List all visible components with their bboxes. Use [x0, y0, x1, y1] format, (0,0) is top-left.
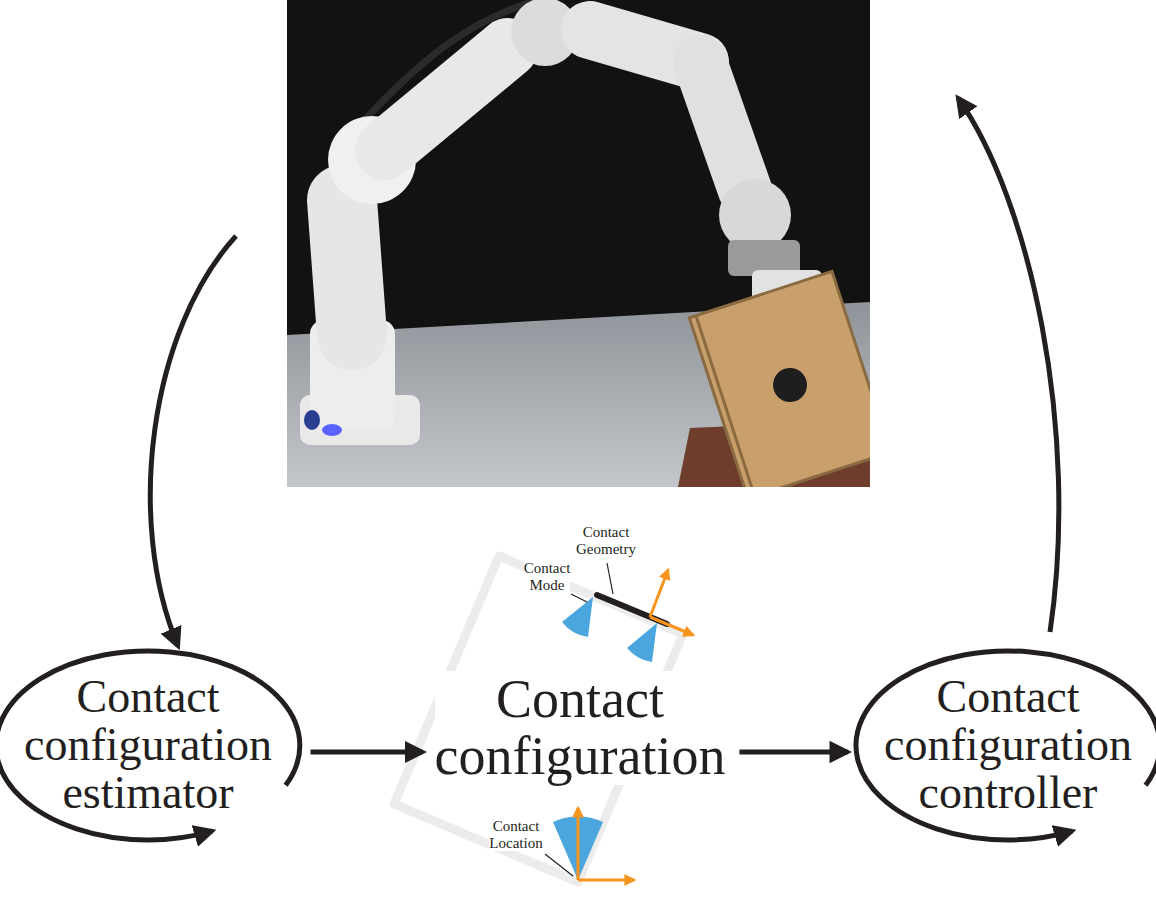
callout-label: Contact Location: [489, 818, 542, 851]
robot-photo: [287, 0, 870, 487]
leader-line: [607, 563, 613, 594]
node-text-group: Contact configuration estimator: [24, 673, 272, 818]
node-label: Contact configuration estimator: [24, 673, 272, 818]
feedback-arrow: [958, 98, 1059, 632]
robot-led: [322, 424, 342, 436]
frame-axis: [578, 879, 634, 882]
box-edge: [696, 316, 755, 487]
configuration-node: Contact configuration: [429, 669, 732, 786]
robot-upper-arm: [385, 48, 508, 150]
wooden-box: [689, 271, 870, 487]
frame-axis: [650, 617, 693, 635]
loop-arrow: [0, 651, 300, 840]
flow-arrow: [739, 750, 847, 755]
robot-forearm-lower: [700, 62, 745, 190]
box-body: [689, 271, 870, 487]
robot-connector: [304, 410, 320, 430]
controller-loop: Contact configuration controller: [850, 645, 1156, 846]
node-label: Contact configuration controller: [884, 673, 1132, 818]
estimator-loop: Contact configuration estimator: [0, 645, 306, 846]
feedback-arrow: [150, 236, 236, 646]
node-label: Contact configuration: [435, 671, 726, 784]
callout-label: Contact Geometry: [576, 524, 636, 557]
callout-label: Contact Mode: [524, 560, 571, 593]
frame-axis: [577, 808, 580, 880]
leader-line: [545, 854, 573, 876]
contact-mode-cone: [627, 623, 657, 662]
robot-column: [342, 200, 352, 335]
box-hole: [769, 364, 812, 407]
frame-axis: [650, 570, 668, 617]
contact-mode-cone: [562, 597, 593, 637]
node-text-group: Contact configuration: [435, 671, 726, 784]
loop-arrow: [856, 651, 1156, 840]
leader-line: [571, 594, 587, 602]
flow-arrow: [311, 750, 423, 755]
node-text-group: Contact configuration controller: [884, 673, 1132, 818]
